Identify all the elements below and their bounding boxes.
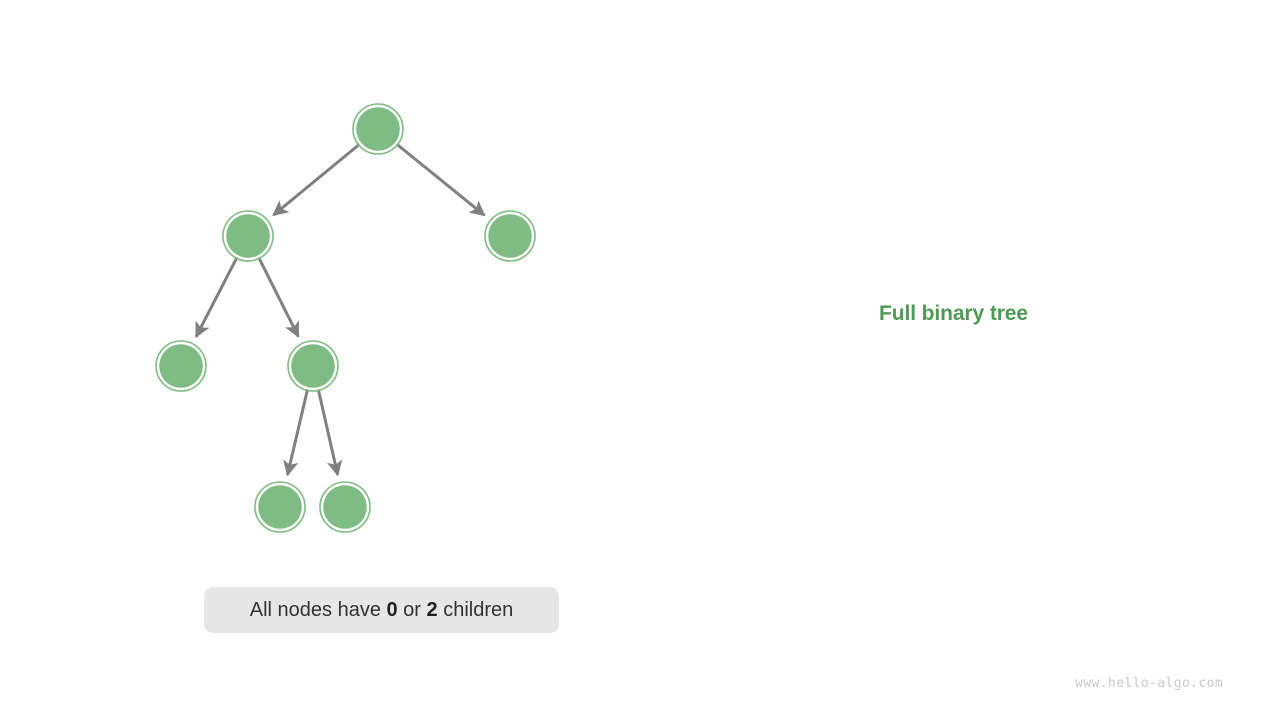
tree-edge (272, 143, 361, 217)
tree-node[interactable] (222, 210, 274, 262)
site-watermark: www.hello-algo.com (1075, 676, 1224, 691)
tree-node-disc (323, 485, 367, 529)
tree-edge (283, 389, 309, 477)
tree-node-ring (287, 340, 339, 392)
tree-node[interactable] (254, 481, 306, 533)
tree-node-disc (488, 214, 532, 258)
tree-edge (194, 256, 239, 339)
tree-node-ring (484, 210, 536, 262)
caption-bold-zero: 0 (386, 599, 398, 621)
caption-suffix: children (437, 599, 514, 621)
tree-node[interactable] (484, 210, 536, 262)
caption-middle: or (397, 599, 427, 621)
tree-node-disc (226, 214, 270, 258)
tree-node-layer (155, 103, 536, 533)
tree-edge (257, 256, 300, 338)
tree-node[interactable] (352, 103, 404, 155)
tree-edge (395, 142, 486, 217)
tree-node[interactable] (287, 340, 339, 392)
tree-node-ring (319, 481, 371, 533)
tree-node[interactable] (319, 481, 371, 533)
tree-node[interactable] (155, 340, 207, 392)
tree-node-disc (159, 344, 203, 388)
tree-node-disc (291, 344, 335, 388)
caption-badge: All nodes have 0 or 2 children (204, 587, 559, 633)
caption-text: All nodes have 0 or 2 children (250, 600, 514, 620)
tree-edge-layer (194, 142, 486, 477)
tree-node-ring (254, 481, 306, 533)
caption-bold-two: 2 (426, 599, 438, 621)
tree-node-disc (356, 107, 400, 151)
tree-node-disc (258, 485, 302, 529)
tree-node-ring (352, 103, 404, 155)
tree-edge (316, 389, 343, 477)
tree-node-ring (155, 340, 207, 392)
caption-prefix: All nodes have (249, 599, 387, 621)
page-title: Full binary tree (879, 302, 1028, 325)
tree-node-ring (222, 210, 274, 262)
